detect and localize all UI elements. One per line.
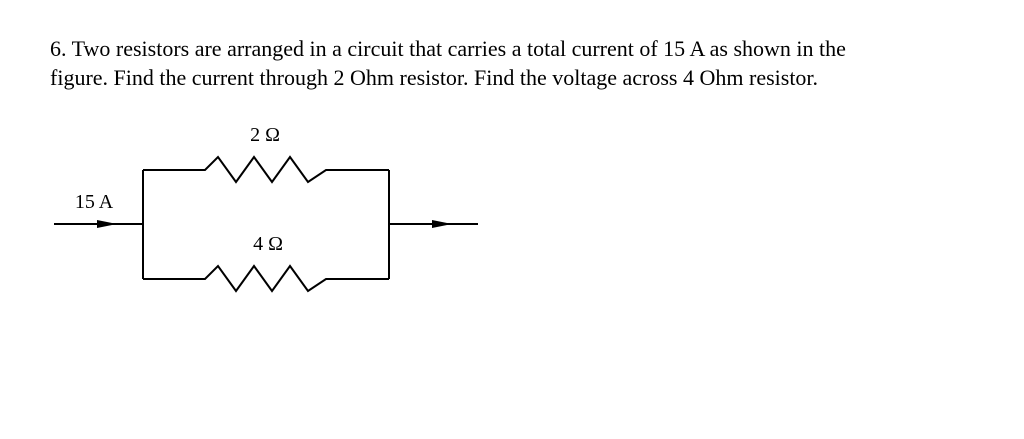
input-current-arrow: [97, 220, 117, 228]
resistor-4ohm-label: 4 Ω: [253, 233, 283, 255]
current-15a-label: 15 A: [75, 191, 114, 213]
bottom-branch-wire: [143, 264, 389, 293]
output-current-arrow: [432, 220, 452, 228]
question-text: 6. Two resistors are arranged in a circu…: [50, 34, 1000, 92]
question-line-2: figure. Find the current through 2 Ohm r…: [50, 65, 819, 90]
circuit-wires: [54, 155, 478, 293]
resistor-2ohm-label: 2 Ω: [250, 124, 280, 146]
question-line-1: 6. Two resistors are arranged in a circu…: [50, 36, 846, 61]
top-branch-wire: [143, 155, 389, 184]
